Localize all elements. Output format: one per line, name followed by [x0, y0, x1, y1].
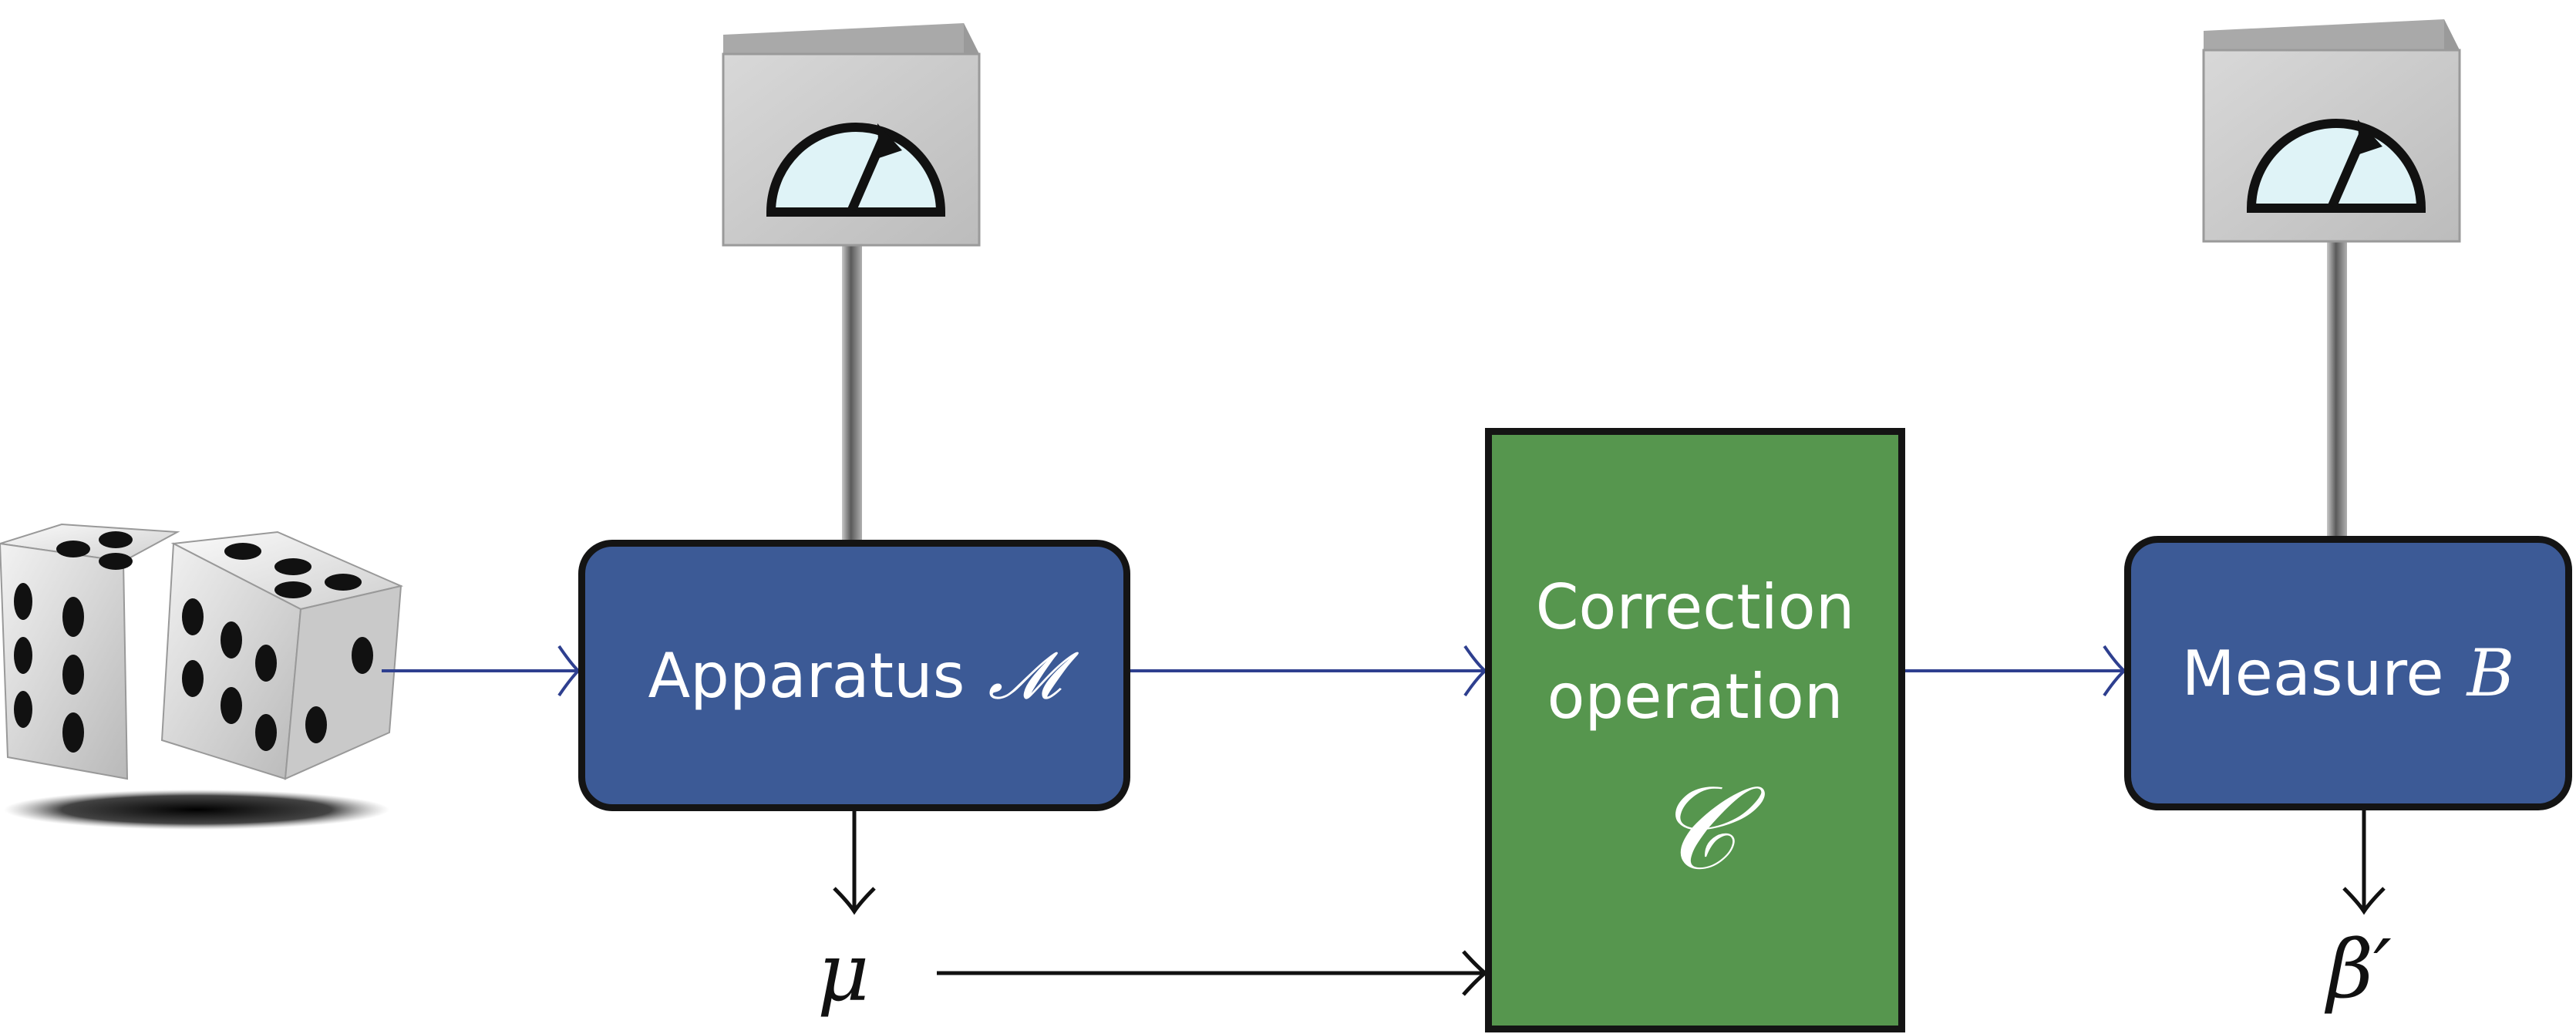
- die-right: [160, 530, 404, 780]
- output-arrow-measure: [2342, 810, 2386, 915]
- correction-operation-box: Correction operation 𝒞: [1485, 428, 1905, 1032]
- apparatus-label: Apparatus: [648, 639, 965, 712]
- correction-label-line2: operation: [1547, 660, 1844, 733]
- measure-label: Measure: [2181, 637, 2444, 709]
- meter-icon: [2202, 19, 2461, 537]
- classical-arrow-mu-to-correction: [937, 950, 1488, 996]
- apparatus-box: Apparatus 𝓜: [578, 540, 1130, 811]
- correction-label-line1: Correction: [1535, 571, 1855, 643]
- die-left: [0, 523, 180, 780]
- measure-box: Measure B: [2124, 536, 2572, 810]
- flow-arrow-apparatus-to-correction: [1130, 645, 1487, 697]
- measure-symbol: B: [2467, 635, 2515, 711]
- dice-shadow: [4, 790, 389, 830]
- flow-arrow-correction-to-measure: [1905, 645, 2126, 697]
- measure-output-label: β′: [2327, 922, 2392, 1016]
- output-arrow-apparatus: [833, 811, 876, 915]
- correction-symbol: 𝒞: [1652, 761, 1738, 896]
- apparatus-output-label: μ: [817, 925, 870, 1019]
- flow-arrow-dice-to-apparatus: [382, 645, 581, 697]
- meter-stem: [2327, 241, 2347, 537]
- meter-stem: [842, 245, 862, 540]
- apparatus-symbol: 𝓜: [988, 637, 1061, 713]
- dice-icon: [0, 523, 404, 830]
- meter-icon: [722, 23, 981, 540]
